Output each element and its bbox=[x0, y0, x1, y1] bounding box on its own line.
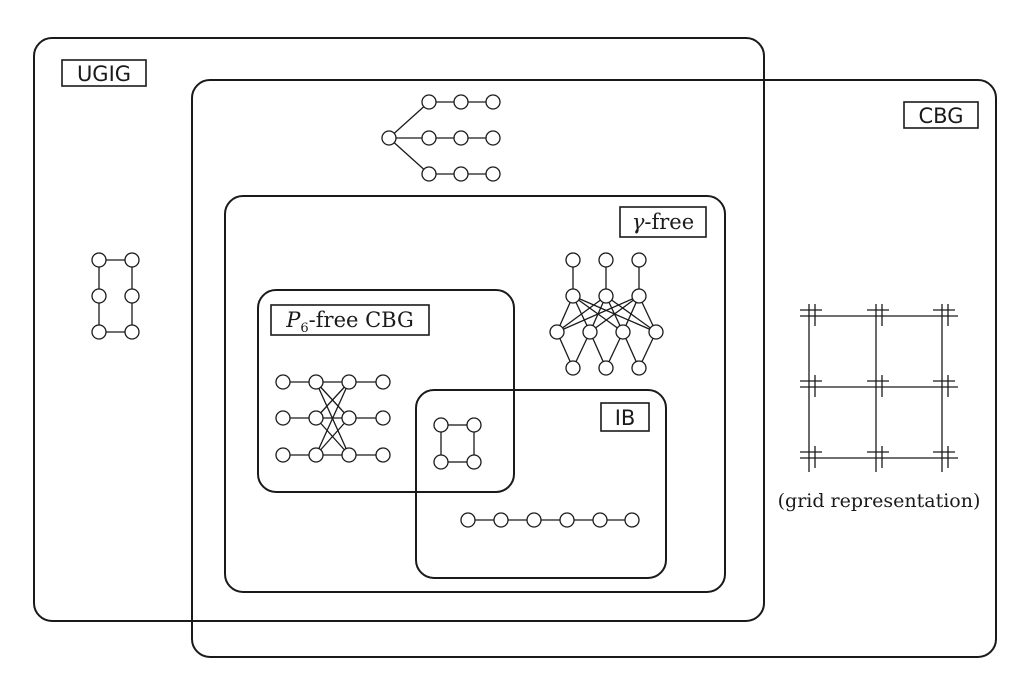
svg-text:P6-free CBG: P6-free CBG bbox=[285, 308, 414, 336]
ugig-label: UGIG bbox=[61, 59, 147, 87]
gamma-symbol: γ bbox=[632, 210, 645, 234]
ib-label: IB bbox=[600, 402, 650, 432]
gamma-free-label: γ-free bbox=[619, 206, 707, 238]
cbg-label-text: CBG bbox=[919, 104, 964, 128]
ugig-region bbox=[33, 37, 765, 622]
cbg-region bbox=[191, 79, 997, 658]
ib-label-text: IB bbox=[615, 406, 636, 430]
cbg-label: CBG bbox=[903, 101, 979, 129]
ib-region bbox=[415, 389, 667, 579]
c6-graph bbox=[91, 252, 140, 340]
path-graph bbox=[460, 512, 640, 528]
gamma-free-graph bbox=[549, 252, 664, 376]
p6-free-graph bbox=[275, 374, 391, 463]
p6-suffix: -free CBG bbox=[309, 308, 414, 332]
svg-text:γ-free: γ-free bbox=[632, 210, 694, 234]
gamma-suffix: -free bbox=[644, 210, 694, 234]
spider-graph bbox=[381, 94, 501, 182]
ugig-label-text: UGIG bbox=[77, 62, 131, 86]
p6-subscript: 6 bbox=[300, 321, 308, 336]
p6-free-cbg-label: P6-free CBG bbox=[270, 304, 430, 336]
p6-symbol: P bbox=[285, 308, 301, 332]
grid-representation: (grid representation) bbox=[778, 304, 981, 512]
gamma-free-region bbox=[224, 195, 726, 593]
c4-graph bbox=[433, 417, 482, 470]
grid-caption: (grid representation) bbox=[778, 490, 981, 512]
